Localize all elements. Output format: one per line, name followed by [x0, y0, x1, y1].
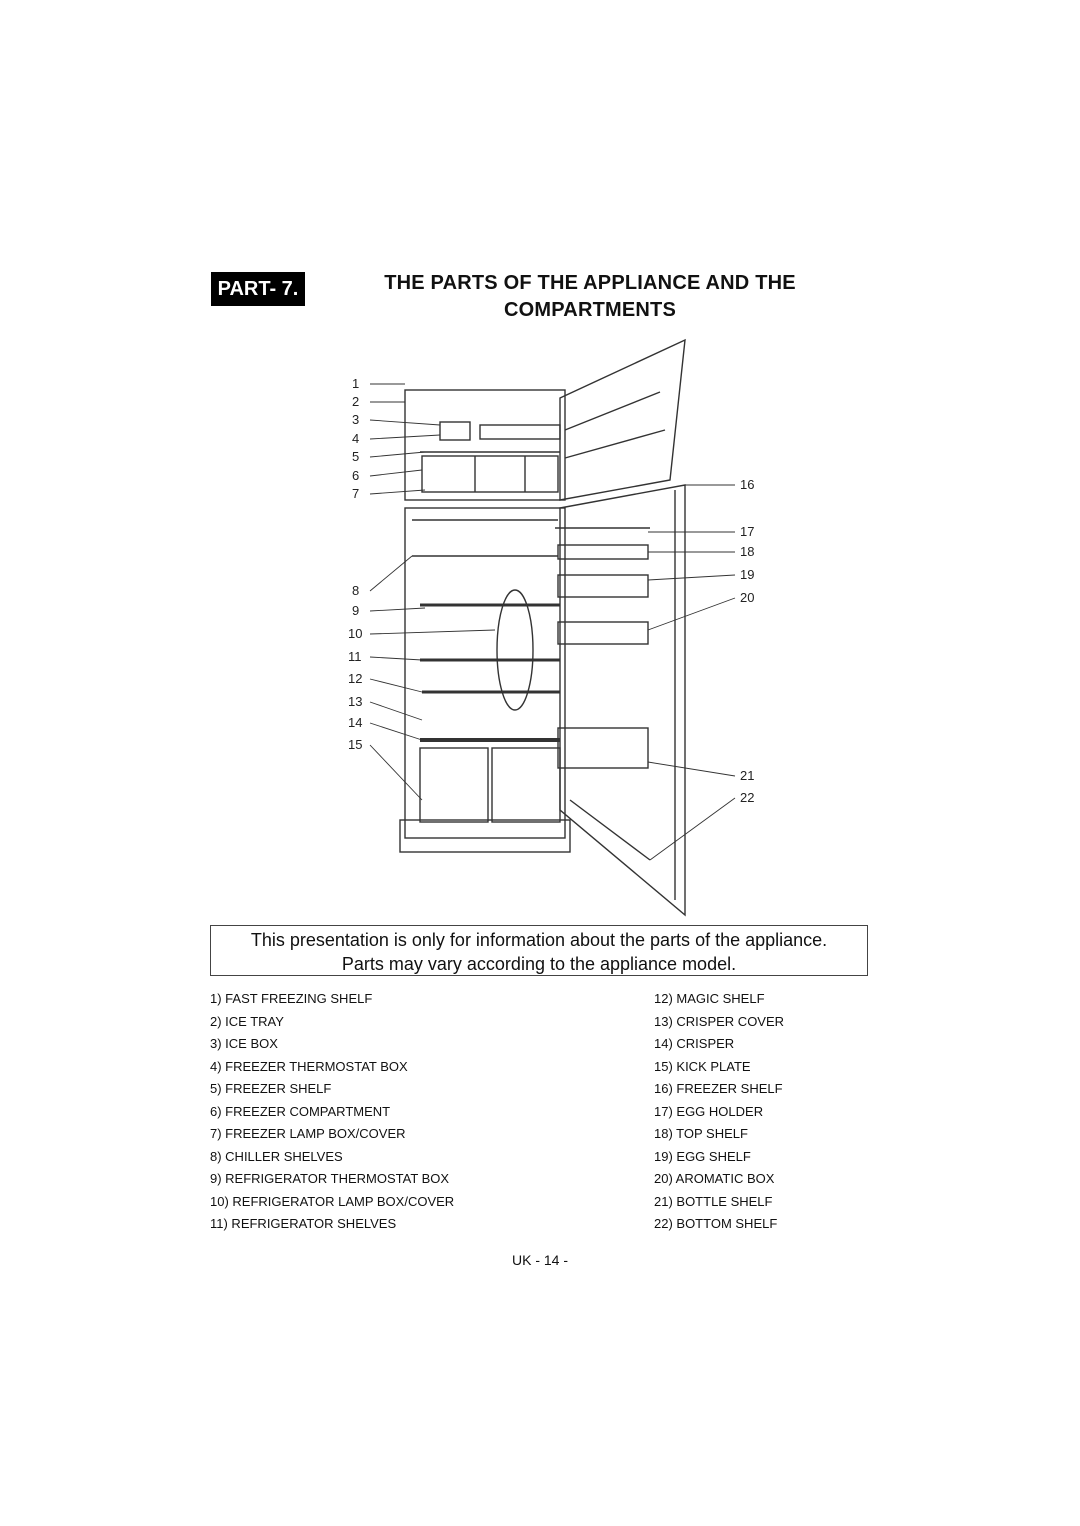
- callout-9: 9: [352, 603, 359, 618]
- disclaimer-line1: This presentation is only for informatio…: [250, 930, 828, 950]
- callout-3: 3: [352, 412, 359, 427]
- callout-10: 10: [348, 626, 362, 641]
- freezer-compartment: [421, 455, 559, 493]
- fridge-door: [559, 484, 686, 917]
- page-title-line2: COMPARTMENTS: [503, 299, 677, 321]
- callout-8: 8: [352, 583, 359, 598]
- list-item: 2) ICE TRAY: [210, 1013, 284, 1029]
- parts-list-right: 12) MAGIC SHELF 13) CRISPER COVER 14) CR…: [654, 990, 784, 1238]
- callout-21: 21: [740, 768, 754, 783]
- list-item: 18) TOP SHELF: [654, 1126, 748, 1141]
- callout-17: 17: [740, 524, 754, 539]
- egg-holder: [557, 544, 649, 560]
- callout-19: 19: [740, 567, 754, 582]
- list-item: 20) AROMATIC BOX: [654, 1171, 775, 1186]
- list-item: 9) REFRIGERATOR THERMOSTAT BOX: [210, 1171, 450, 1186]
- fridge-cabinet: [404, 507, 566, 839]
- callout-6: 6: [352, 468, 359, 483]
- list-item: 16) FREEZER SHELF: [654, 1081, 783, 1096]
- callout-11: 11: [348, 649, 362, 664]
- list-item: 1) FAST FREEZING SHELF: [210, 991, 373, 1006]
- list-item: 10) REFRIGERATOR LAMP BOX/COVER: [210, 1193, 455, 1209]
- list-item: 5) FREEZER SHELF: [210, 1081, 332, 1096]
- list-item: 6) FREEZER COMPARTMENT: [210, 1103, 391, 1119]
- callout-7: 7: [352, 486, 359, 501]
- disclaimer-line2: Parts may vary according to the applianc…: [341, 954, 737, 974]
- crisper-left: [419, 747, 489, 823]
- callout-22: 22: [740, 790, 754, 805]
- right-callout-numbers: 16 17 18 19 20 21 22: [740, 477, 754, 805]
- list-item: 22) BOTTOM SHELF: [654, 1216, 778, 1231]
- freezer-door: [559, 338, 686, 501]
- list-item: 3) ICE BOX: [210, 1036, 278, 1051]
- list-item: 21) BOTTLE SHELF: [654, 1193, 773, 1209]
- callout-13: 13: [348, 694, 362, 709]
- callout-16: 16: [740, 477, 754, 492]
- callout-15: 15: [348, 737, 362, 752]
- lamp-box: [496, 589, 534, 711]
- callout-20: 20: [740, 590, 754, 605]
- freezer-cabinet: [404, 389, 566, 501]
- list-item: 8) CHILLER SHELVES: [210, 1148, 343, 1164]
- list-item: 19) EGG SHELF: [654, 1148, 751, 1164]
- ice-box: [439, 421, 471, 441]
- list-item: 11) REFRIGERATOR SHELVES: [210, 1216, 397, 1231]
- callout-5: 5: [352, 449, 359, 464]
- list-item: 12) MAGIC SHELF: [654, 991, 765, 1006]
- bottle-shelf: [557, 727, 649, 769]
- aromatic-box: [557, 621, 649, 645]
- list-item: 13) CRISPER COVER: [654, 1013, 785, 1029]
- refrigerator-diagram: 1 2 3 4 5 6 7 8 9 10 11 12 13 14 15 16 1…: [348, 338, 754, 917]
- fast-freezing-shelf: [479, 424, 561, 440]
- part-badge: PART- 7.: [211, 272, 305, 306]
- callout-18: 18: [740, 544, 754, 559]
- callout-12: 12: [348, 671, 362, 686]
- disclaimer-box: This presentation is only for informatio…: [210, 925, 868, 976]
- list-item: 15) KICK PLATE: [654, 1058, 751, 1074]
- kick-plate: [399, 819, 571, 853]
- list-item: 17) EGG HOLDER: [654, 1103, 764, 1119]
- callout-1: 1: [352, 376, 359, 391]
- page-title-line1: THE PARTS OF THE APPLIANCE AND THE: [384, 272, 796, 294]
- parts-list-left: 1) FAST FREEZING SHELF 2) ICE TRAY 3) IC…: [210, 990, 454, 1238]
- callout-4: 4: [352, 431, 359, 446]
- page-number: UK - 14 -: [511, 1252, 568, 1268]
- list-item: 7) FREEZER LAMP BOX/COVER: [210, 1126, 406, 1141]
- egg-shelf: [557, 574, 649, 598]
- callout-2: 2: [352, 394, 359, 409]
- left-callout-numbers: 1 2 3 4 5 6 7 8 9 10 11 12 13 14 15: [348, 376, 362, 752]
- list-item: 14) CRISPER: [654, 1036, 735, 1051]
- callout-14: 14: [348, 715, 362, 730]
- list-item: 4) FREEZER THERMOSTAT BOX: [210, 1058, 408, 1074]
- crisper-right: [491, 747, 561, 823]
